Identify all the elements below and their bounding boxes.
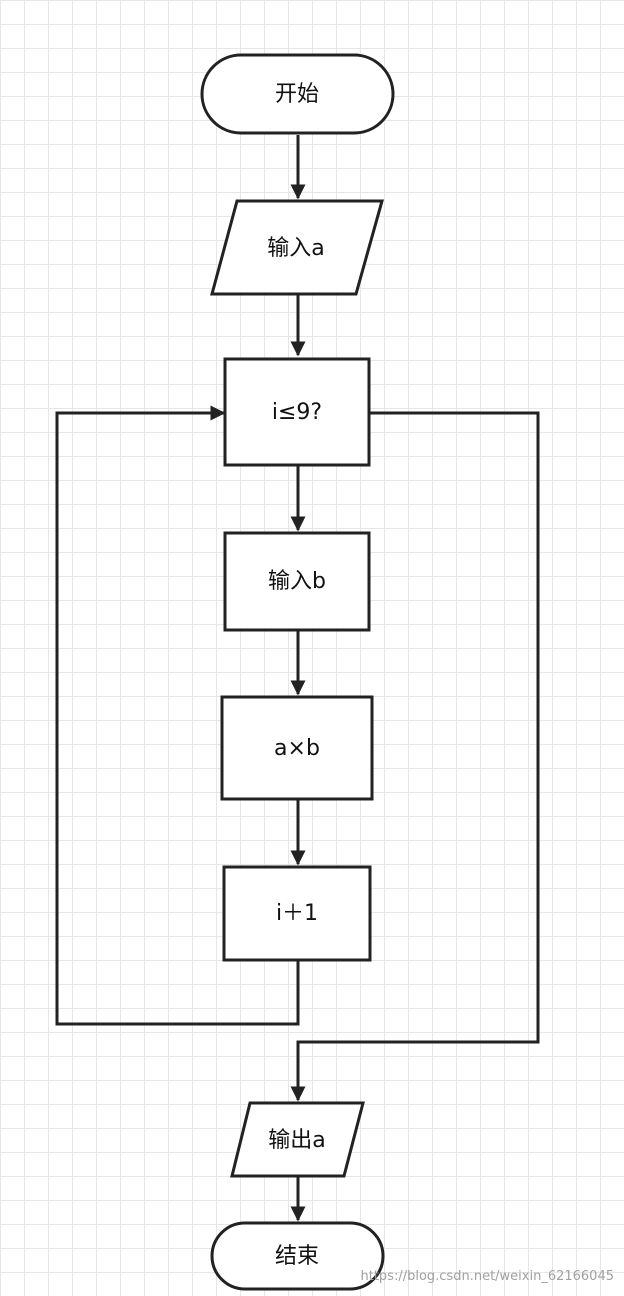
increment-node[interactable]: i＋1 <box>222 865 372 962</box>
edges <box>55 135 540 1222</box>
increment-label: i＋1 <box>276 901 318 926</box>
input-a-node[interactable]: 输入a <box>210 199 384 296</box>
input-b-label: 输入b <box>268 569 326 594</box>
condition-label: i≤9? <box>272 400 322 425</box>
end-label: 结束 <box>275 1244 319 1269</box>
multiply-label: a×b <box>274 736 320 761</box>
end-node[interactable]: 结束 <box>210 1221 385 1291</box>
start-label: 开始 <box>275 82 319 107</box>
watermark: https://blog.csdn.net/weixin_62166045 <box>360 1269 614 1284</box>
edge-loop-back-to-condition <box>55 405 300 1026</box>
output-a-node[interactable]: 输出a <box>230 1101 365 1178</box>
input-b-node[interactable]: 输入b <box>223 531 371 632</box>
output-a-label: 输出a <box>268 1128 325 1153</box>
start-node[interactable]: 开始 <box>200 53 395 135</box>
multiply-node[interactable]: a×b <box>220 695 374 801</box>
input-a-label: 输入a <box>267 236 324 261</box>
condition-node[interactable]: i≤9? <box>223 357 371 467</box>
edge-condition-exit-to-output <box>290 411 540 1102</box>
